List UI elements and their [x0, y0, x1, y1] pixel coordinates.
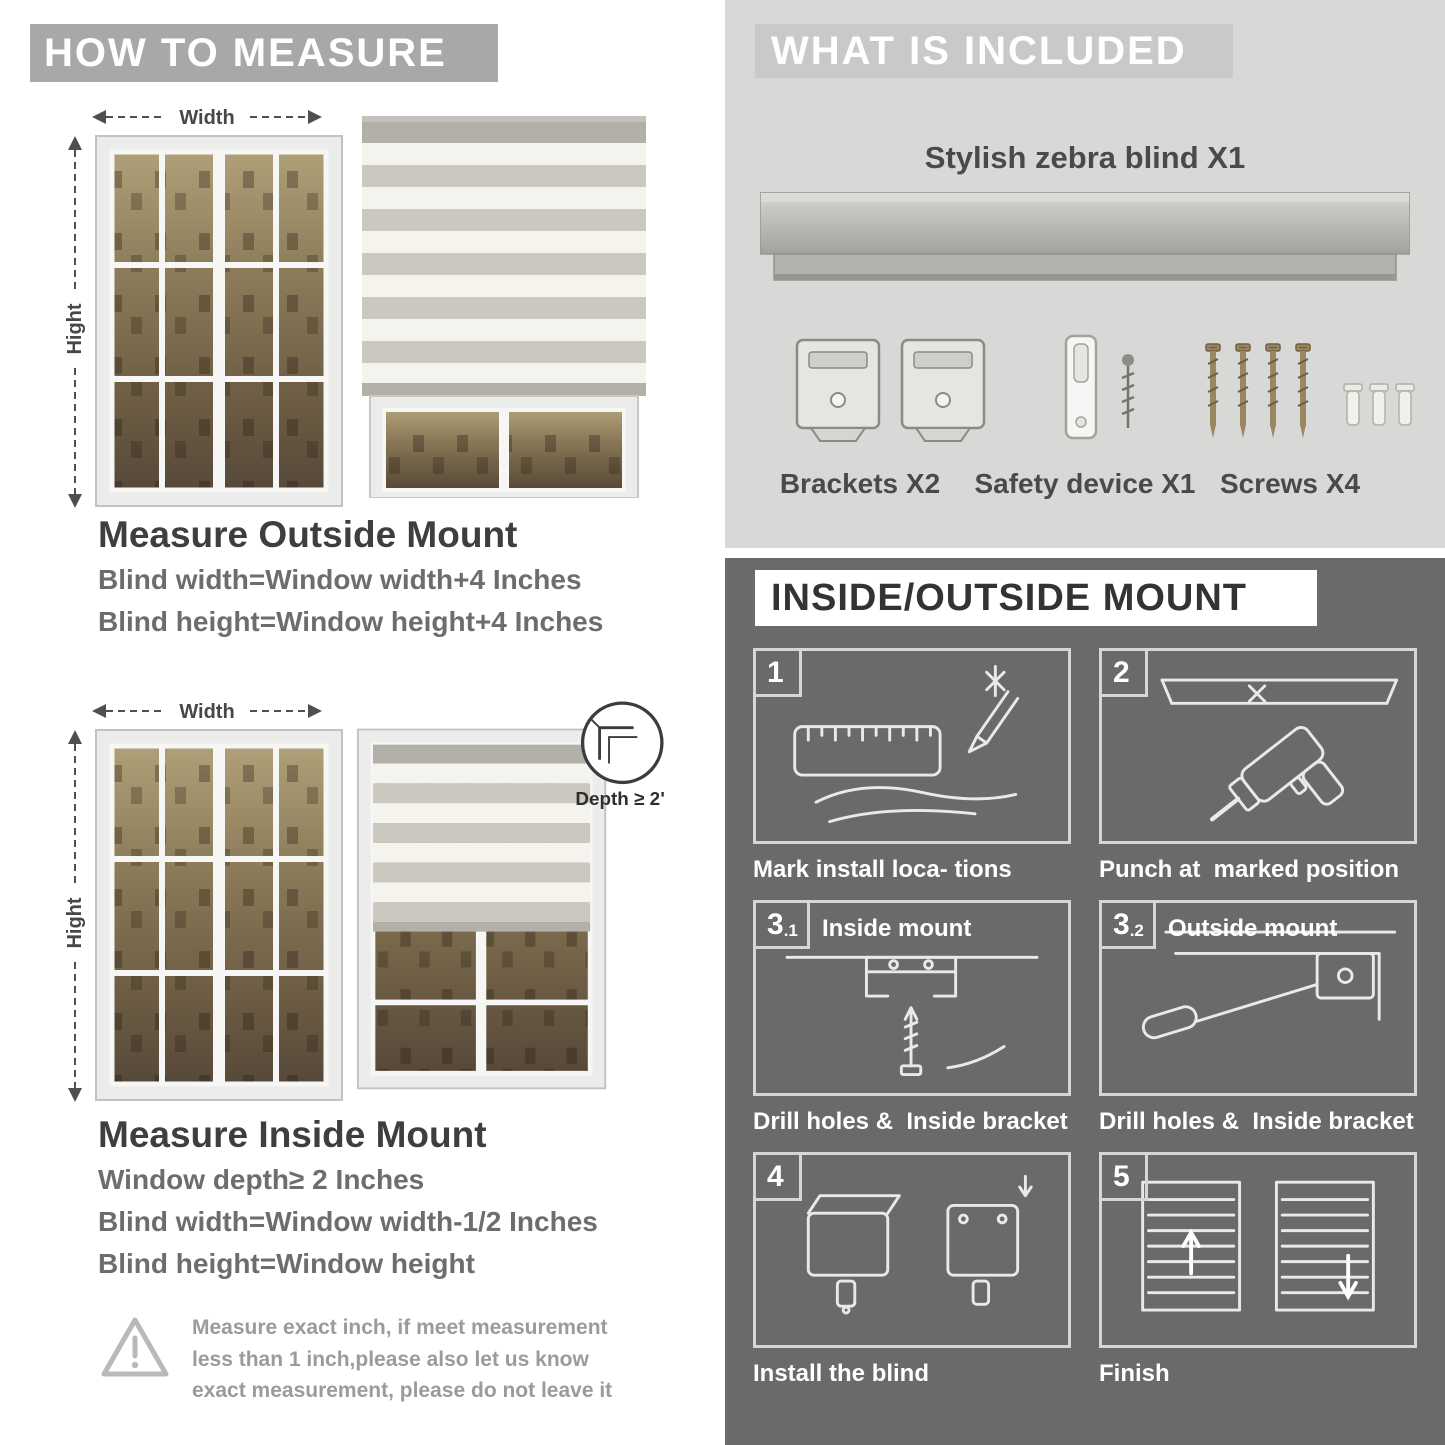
- step-3-1-title: Inside mount: [822, 915, 972, 942]
- step-1-caption: Mark install loca- tions: [753, 856, 1012, 883]
- step-4-caption: Install the blind: [753, 1360, 930, 1387]
- height-arrow-label: Hight: [64, 897, 86, 948]
- step-number: 5: [1102, 1155, 1148, 1201]
- inside-blind-figure: Depth ≥ 2": [356, 701, 664, 1090]
- step-5-caption: Finish: [1099, 1360, 1170, 1387]
- step-2-caption: Punch at marked position: [1099, 856, 1400, 883]
- drill-icon: [1160, 678, 1399, 822]
- step-3-2-panel: 3.2 Outside mount: [1099, 900, 1417, 1096]
- warning-triangle-icon: [101, 1317, 169, 1377]
- step-2-panel: 2: [1099, 648, 1417, 844]
- step-number: 2: [1102, 651, 1148, 697]
- how-to-measure-header: HOW TO MEASURE: [30, 24, 498, 82]
- mount-instructions-panel: INSIDE/OUTSIDE MOUNT 1: [725, 558, 1445, 1445]
- install-blind-icon: [806, 1174, 1033, 1315]
- outside-mount-title: Measure Outside Mount: [98, 514, 518, 555]
- outside-blind-figure: [362, 116, 646, 498]
- what-is-included-header: WHAT IS INCLUDED: [755, 24, 1233, 78]
- depth-spec-label: Depth ≥ 2": [575, 789, 664, 810]
- outside-bracket-icon: [1141, 930, 1397, 1040]
- brackets-label: Brackets X2: [779, 468, 941, 499]
- measuring-tape-icon: [793, 665, 1020, 824]
- finished-blinds-icon: [1141, 1180, 1375, 1312]
- brackets-icon: [795, 338, 986, 442]
- mount-header: INSIDE/OUTSIDE MOUNT: [755, 570, 1317, 626]
- measure-warning: Measure exact inch, if meet measurement …: [98, 1312, 658, 1407]
- warning-text: Measure exact inch, if meet measurement …: [192, 1316, 613, 1402]
- inside-depth-spec: Window depth≥ 2 Inches: [98, 1164, 425, 1195]
- outside-width-formula: Blind width=Window width+4 Inches: [98, 564, 582, 595]
- inside-mount-title: Measure Inside Mount: [98, 1114, 487, 1155]
- what-is-included-panel: WHAT IS INCLUDED Stylish zebra blind X1: [725, 0, 1445, 548]
- width-arrow-label: Width: [179, 701, 234, 723]
- outside-height-formula: Blind height=Window height+4 Inches: [98, 606, 604, 637]
- step-3-2-title: Outside mount: [1168, 915, 1338, 942]
- step-1-panel: 1: [753, 648, 1071, 844]
- blind-quantity-label: Stylish zebra blind X1: [924, 140, 1246, 175]
- step-3-1-panel: 3.1 Inside mount: [753, 900, 1071, 1096]
- height-arrow-label: Hight: [64, 303, 86, 354]
- step-number: 3.1: [756, 903, 810, 949]
- safety-device-label: Safety device X1: [974, 468, 1196, 499]
- step-4-panel: 4: [753, 1152, 1071, 1348]
- step-number: 4: [756, 1155, 802, 1201]
- screws-label: Screws X4: [1219, 468, 1361, 499]
- zebra-blind-headrail: [760, 192, 1410, 281]
- outside-window-figure: Width Hight: [64, 107, 343, 508]
- inside-window-figure: Width Hight: [64, 701, 343, 1102]
- inside-bracket-icon: [785, 955, 1039, 1077]
- depth-callout-circle: [580, 701, 664, 785]
- step-number: 1: [756, 651, 802, 697]
- step-3-1-caption: Drill holes & Inside bracket: [753, 1108, 1068, 1135]
- inside-width-formula: Blind width=Window width-1/2 Inches: [98, 1206, 598, 1237]
- width-arrow-label: Width: [179, 107, 234, 129]
- screws-icon: [1193, 326, 1415, 454]
- step-5-panel: 5: [1099, 1152, 1417, 1348]
- inside-height-formula: Blind height=Window height: [98, 1248, 475, 1279]
- safety-device-icon: [1064, 334, 1135, 440]
- step-3-2-caption: Drill holes & Inside bracket: [1099, 1108, 1414, 1135]
- step-number: 3.2: [1102, 903, 1156, 949]
